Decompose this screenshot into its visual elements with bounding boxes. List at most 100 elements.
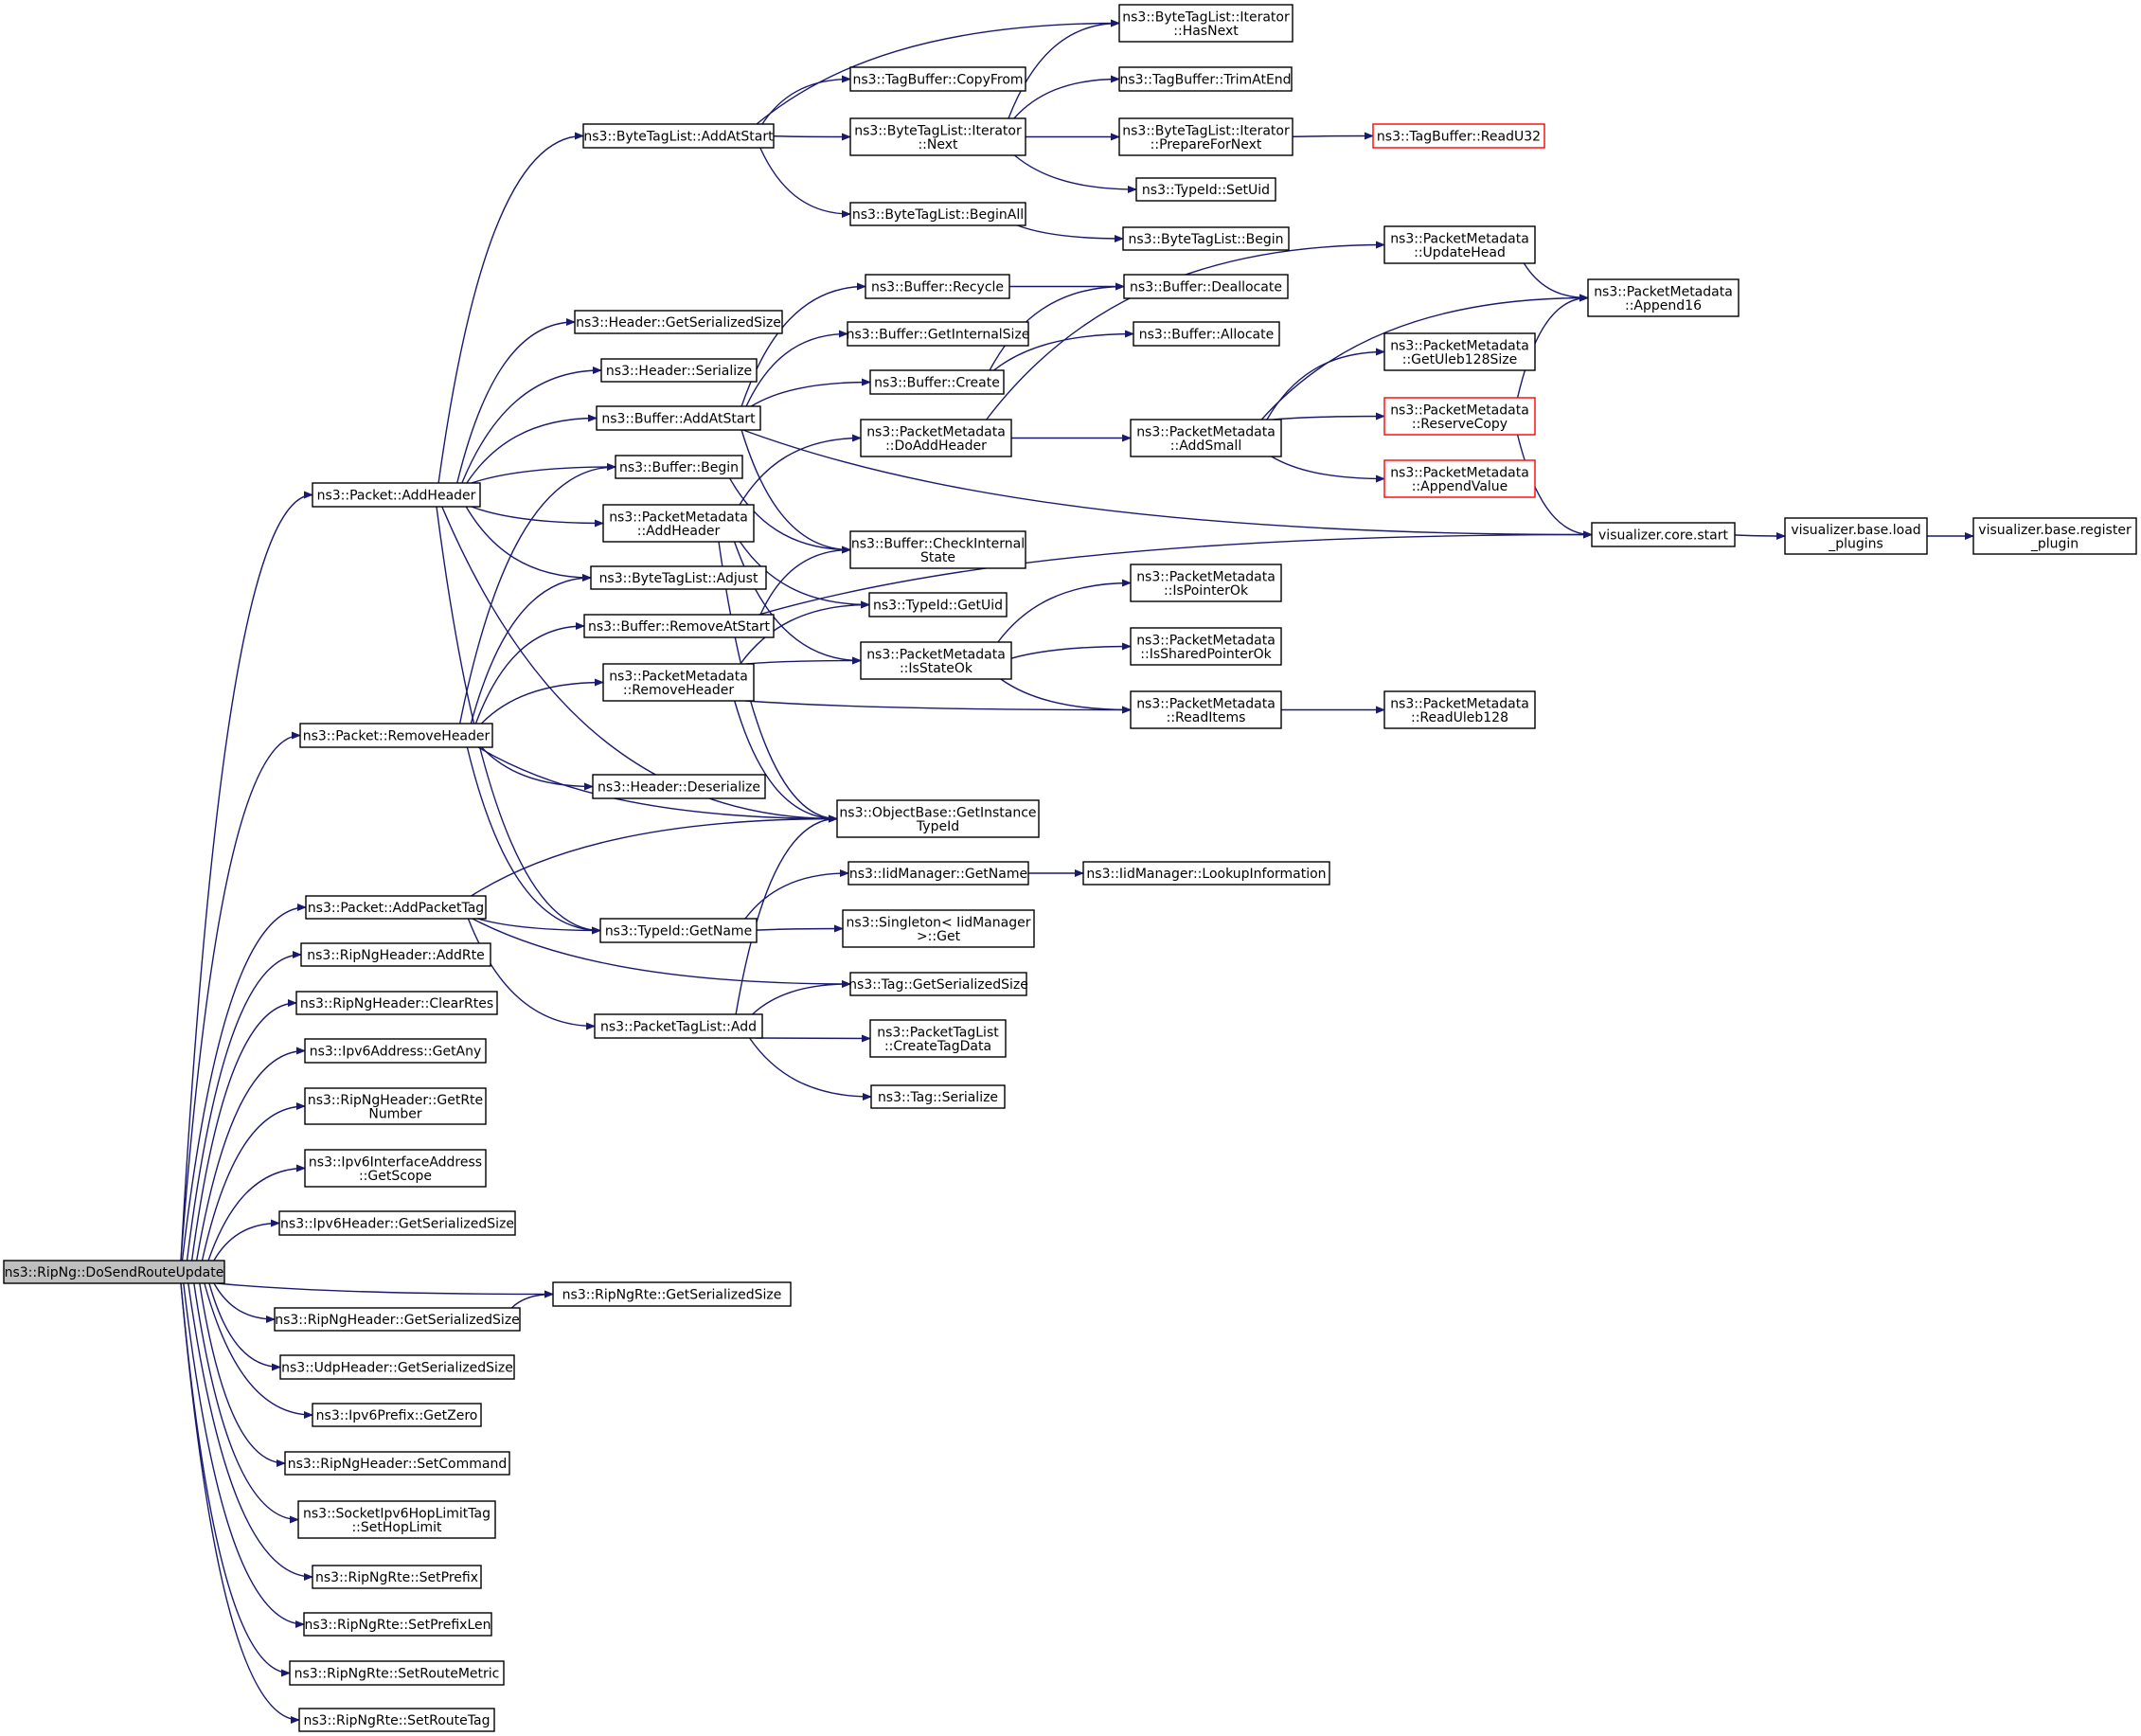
node-pm-readuleb[interactable]: ns3::PacketMetadata::ReadUleb128 [1383, 690, 1536, 729]
node-pkt-addpackettag[interactable]: ns3::Packet::AddPacketTag [305, 895, 487, 920]
node-hdr-deserialize[interactable]: ns3::Header::Deserialize [592, 774, 766, 799]
node-typeid-getuid[interactable]: ns3::TypeId::GetUid [868, 592, 1008, 617]
node-pm-isstateok[interactable]: ns3::PacketMetadata::IsStateOk [860, 641, 1012, 680]
node-label: ns3::TypeId::GetName [605, 924, 752, 940]
node-pm-doaddheader[interactable]: ns3::PacketMetadata::DoAddHeader [860, 419, 1012, 457]
node-btli-next[interactable]: ns3::ByteTagList::Iterator::Next [849, 117, 1026, 156]
node-pkt-removeheader[interactable]: ns3::Packet::RemoveHeader [299, 723, 493, 748]
node-buf-create[interactable]: ns3::Buffer::Create [869, 369, 1005, 395]
node-iidmgr-getname[interactable]: ns3::IidManager::GetName [847, 861, 1029, 886]
node-hdr-serialize[interactable]: ns3::Header::Serialize [600, 358, 758, 383]
node-pm-issharedpointerok[interactable]: ns3::PacketMetadata::IsSharedPointerOk [1130, 627, 1282, 666]
node-tag-getsersize[interactable]: ns3::Tag::GetSerializedSize [848, 972, 1028, 996]
node-ripnghdr-setcommand[interactable]: ns3::RipNgHeader::SetCommand [284, 1451, 510, 1476]
node-box [615, 455, 743, 479]
node-ripnghdr-clearrtes[interactable]: ns3::RipNgHeader::ClearRtes [295, 991, 498, 1015]
node-label: ns3::PacketMetadata [1390, 231, 1529, 246]
node-buf-recycle[interactable]: ns3::Buffer::Recycle [865, 274, 1010, 299]
node-pm-addsmall[interactable]: ns3::PacketMetadata::AddSmall [1130, 419, 1282, 457]
node-buf-begin[interactable]: ns3::Buffer::Begin [615, 455, 743, 479]
edge-ptl-add-to-objbase-getinstance [735, 814, 838, 1015]
node-label: ns3::UdpHeader::GetSerializedSize [281, 1361, 513, 1376]
node-ripngrte-setroutetag[interactable]: ns3::RipNgRte::SetRouteTag [298, 1708, 495, 1732]
node-viz-base-load[interactable]: visualizer.base.load_plugins [1784, 517, 1928, 555]
node-box [1135, 177, 1276, 202]
node-ipv6prefix-getzero[interactable]: ns3::Ipv6Prefix::GetZero [312, 1403, 482, 1427]
node-pm-reservecopy[interactable]: ns3::PacketMetadata::ReserveCopy [1383, 397, 1536, 436]
node-buf-getinternalsize[interactable]: ns3::Buffer::GetInternalSize [847, 321, 1030, 347]
node-box [869, 1019, 1007, 1058]
node-pm-removeheader[interactable]: ns3::PacketMetadata::RemoveHeader [602, 663, 755, 702]
node-label: ns3::TagBuffer::TrimAtEnd [1119, 73, 1291, 88]
node-box [274, 1307, 521, 1332]
node-ripngrte-setroutemetric[interactable]: ns3::RipNgRte::SetRouteMetric [289, 1660, 505, 1686]
node-ipv6ifaddr-getscope[interactable]: ns3::Ipv6InterfaceAddress::GetScope [304, 1149, 487, 1188]
node-viz-base-register[interactable]: visualizer.base.register_plugin [1972, 517, 2137, 555]
node-label: TypeId [916, 819, 959, 834]
node-pm-readitems[interactable]: ns3::PacketMetadata::ReadItems [1130, 690, 1282, 729]
node-ripngrte-setprefixlen[interactable]: ns3::RipNgRte::SetPrefixLen [303, 1612, 492, 1637]
node-btli-prepare[interactable]: ns3::ByteTagList::Iterator::PrepareForNe… [1118, 117, 1294, 156]
node-udphdr-getsersize[interactable]: ns3::UdpHeader::GetSerializedSize [279, 1354, 515, 1380]
node-box [599, 918, 758, 943]
node-btl-beginall[interactable]: ns3::ByteTagList::BeginAll [849, 202, 1026, 226]
node-box [1118, 4, 1294, 43]
node-btl-addatstart[interactable]: ns3::ByteTagList::AddAtStart [582, 123, 775, 149]
node-box [602, 504, 755, 543]
node-pm-addheader[interactable]: ns3::PacketMetadata::AddHeader [602, 504, 755, 543]
node-root[interactable]: ns3::RipNg::DoSendRouteUpdate [3, 1260, 225, 1284]
node-ripngrte-getsersize[interactable]: ns3::RipNgRte::GetSerializedSize [552, 1281, 792, 1307]
node-buf-removeatstart[interactable]: ns3::Buffer::RemoveAtStart [583, 614, 775, 638]
node-pm-getuleb[interactable]: ns3::PacketMetadata::GetUleb128Size [1383, 332, 1536, 371]
edge-root-to-ripnghdr-setcommand [199, 1282, 286, 1467]
node-ptl-createtagdata[interactable]: ns3::PacketTagList::CreateTagData [869, 1019, 1007, 1058]
edge-pkt-removeheader-to-objbase-getinstance [477, 746, 838, 823]
node-hdr-getsersize[interactable]: ns3::Header::GetSerializedSize [574, 310, 783, 334]
edge-btl-addatstart-to-btli-next [767, 133, 851, 141]
node-tag-serialize[interactable]: ns3::Tag::Serialize [870, 1084, 1006, 1109]
node-pm-appendvalue[interactable]: ns3::PacketMetadata::AppendValue [1383, 459, 1536, 498]
node-iidmgr-lookup[interactable]: ns3::IidManager::LookupInformation [1082, 861, 1330, 886]
node-box [1123, 274, 1289, 299]
node-pkt-addheader[interactable]: ns3::Packet::AddHeader [312, 482, 481, 508]
node-btli-hasnext[interactable]: ns3::ByteTagList::Iterator::HasNext [1118, 4, 1294, 43]
edge-buf-removeatstart-to-viz-core-start [758, 530, 1593, 616]
node-label: ns3::PacketMetadata [866, 647, 1006, 662]
node-tb-copyfrom[interactable]: ns3::TagBuffer::CopyFrom [849, 66, 1026, 92]
node-ipv6addr-getany[interactable]: ns3::Ipv6Address::GetAny [304, 1038, 487, 1064]
node-ripnghdr-getsersize[interactable]: ns3::RipNgHeader::GetSerializedSize [274, 1307, 521, 1332]
node-buf-deallocate[interactable]: ns3::Buffer::Deallocate [1123, 274, 1289, 299]
node-singleton-get[interactable]: ns3::Singleton< IidManager>::Get [842, 909, 1035, 948]
node-ripnghdr-addrte[interactable]: ns3::RipNgHeader::AddRte [300, 942, 491, 967]
node-box [1383, 332, 1536, 371]
node-label: ::ReadUleb128 [1411, 710, 1508, 725]
node-pm-ispointerok[interactable]: ns3::PacketMetadata::IsPointerOk [1130, 564, 1282, 602]
node-typeid-setuid[interactable]: ns3::TypeId::SetUid [1135, 177, 1276, 202]
node-btl-begin[interactable]: ns3::ByteTagList::Begin [1122, 226, 1290, 251]
node-sockhoplimit[interactable]: ns3::SocketIpv6HopLimitTag::SetHopLimit [297, 1500, 496, 1539]
edges-layer [180, 19, 1974, 1724]
node-ipv6hdr-getsersize[interactable]: ns3::Ipv6Header::GetSerializedSize [278, 1210, 516, 1236]
node-buf-allocate[interactable]: ns3::Buffer::Allocate [1133, 321, 1280, 347]
node-tb-trimatend[interactable]: ns3::TagBuffer::TrimAtEnd [1118, 66, 1293, 92]
node-ptl-add[interactable]: ns3::PacketTagList::Add [594, 1013, 763, 1039]
node-label: ns3::ByteTagList::AddAtStart [583, 130, 774, 145]
node-label: ns3::Buffer::CheckInternal [851, 536, 1025, 551]
node-buf-addatstart[interactable]: ns3::Buffer::AddAtStart [596, 405, 761, 431]
node-pm-append16[interactable]: ns3::PacketMetadata::Append16 [1587, 278, 1740, 317]
node-viz-core-start[interactable]: visualizer.core.start [1591, 522, 1736, 547]
node-tb-readu32[interactable]: ns3::TagBuffer::ReadU32 [1372, 123, 1545, 149]
node-label: ns3::PacketMetadata [1390, 696, 1529, 711]
node-btl-adjust[interactable]: ns3::ByteTagList::Adjust [590, 565, 767, 590]
node-label: ns3::PacketMetadata [1390, 403, 1529, 418]
node-pm-updatehead[interactable]: ns3::PacketMetadata::UpdateHead [1383, 225, 1536, 264]
node-ripngrte-setprefix[interactable]: ns3::RipNgRte::SetPrefix [312, 1565, 482, 1589]
node-typeid-getname[interactable]: ns3::TypeId::GetName [599, 918, 758, 943]
node-label: ns3::PacketTagList [877, 1025, 999, 1040]
node-label: ns3::Buffer::Deallocate [1130, 280, 1282, 295]
node-label: ns3::Packet::AddPacketTag [308, 901, 484, 916]
